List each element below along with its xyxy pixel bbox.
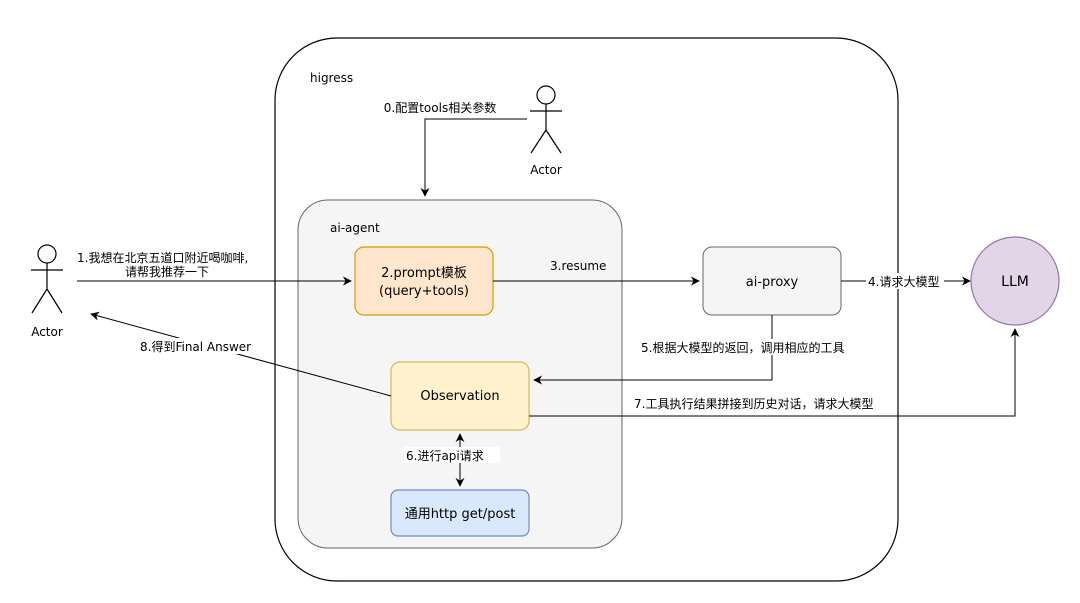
llm-label: LLM xyxy=(1001,274,1029,290)
user-actor xyxy=(31,244,63,314)
user-actor-label: Actor xyxy=(31,325,63,339)
http-node xyxy=(390,489,530,537)
edge-final-answer-label: 8.得到Final Answer xyxy=(140,339,251,354)
edge-llm-return-label: 5.根据大模型的返回，调用相应的工具 xyxy=(641,340,844,355)
prompt-template-node xyxy=(354,246,494,316)
config-actor-head-icon xyxy=(536,85,556,105)
edge-history-request-label: 7.工具执行结果拼接到历史对话，请求大模型 xyxy=(634,396,873,411)
edge-user-query-label-2: 请帮我推荐一下 xyxy=(125,265,209,279)
edge-api-request-label: 6.进行api请求 xyxy=(406,449,484,463)
edge-config-tools xyxy=(420,118,527,197)
user-actor-head-icon xyxy=(37,244,57,264)
config-actor xyxy=(530,85,562,154)
ai-agent-label: ai-agent xyxy=(330,221,380,235)
llm-node xyxy=(970,236,1060,326)
edge-final-answer xyxy=(90,311,392,397)
observation-label: Observation xyxy=(420,389,499,404)
http-label: 通用http get/post xyxy=(405,507,516,522)
prompt-template-label-1: 2.prompt模板 xyxy=(381,266,467,281)
edge-user-query-label-1: 1.我想在北京五道口附近喝咖啡, xyxy=(77,250,248,265)
edge-resume-label: 3.resume xyxy=(550,259,606,273)
edge-history-request xyxy=(529,328,1020,417)
edge-request-llm-label: 4.请求大模型 xyxy=(868,275,939,289)
prompt-template-label-2: (query+tools) xyxy=(379,284,469,299)
edge-config-tools-label: 0.配置tools相关参数 xyxy=(384,100,496,115)
higress-label: higress xyxy=(310,71,353,85)
edge-llm-return xyxy=(533,315,773,385)
config-actor-label: Actor xyxy=(530,163,562,177)
ai-proxy-label: ai-proxy xyxy=(746,275,799,290)
